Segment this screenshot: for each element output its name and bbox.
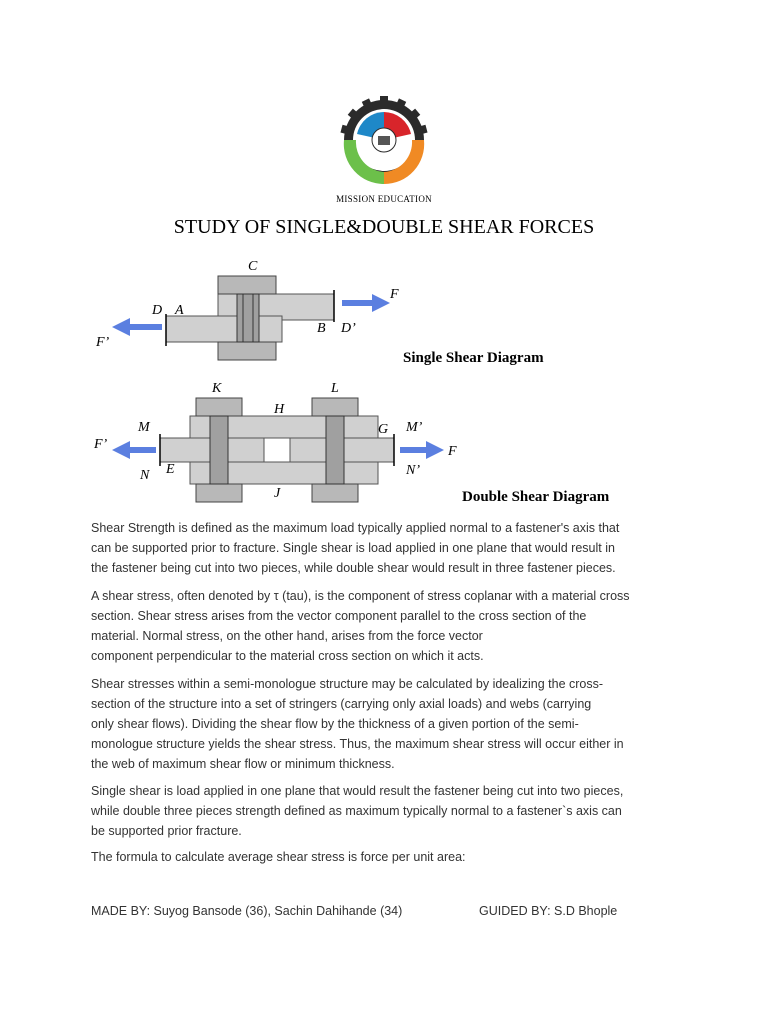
label-m-prime: M’: [405, 420, 423, 435]
double-arrow-left: [112, 441, 156, 459]
double-bolt-head-k: [195, 397, 243, 417]
text-line: monologue structure yields the shear str…: [91, 737, 624, 751]
single-bottom-plate: [165, 315, 283, 343]
label-m: M: [137, 420, 151, 435]
label-b: B: [317, 321, 326, 336]
paragraph-single-shear: Single shear is load applied in one plan…: [91, 781, 681, 841]
label-e: E: [165, 462, 175, 477]
made-by: MADE BY: Suyog Bansode (36), Sachin Dahi…: [91, 904, 403, 918]
double-bolt-shank-k: [209, 415, 229, 485]
paragraph-semi-monologue: Shear stresses within a semi-monologue s…: [91, 674, 681, 774]
double-nut-k: [195, 483, 243, 503]
text-line: Single shear is load applied in one plan…: [91, 784, 624, 798]
paragraph-shear-stress: A shear stress, often denoted by τ (tau)…: [91, 586, 681, 666]
text-line: Shear Strength is defined as the maximum…: [91, 521, 620, 535]
text-line: while double three pieces strength defin…: [91, 804, 622, 818]
single-shear-caption: Single Shear Diagram: [403, 350, 544, 366]
label-f: F: [389, 287, 399, 302]
logo-green-swoosh: [343, 140, 384, 185]
text-line: the fastener being cut into two pieces, …: [91, 561, 616, 575]
page-title: STUDY OF SINGLE&DOUBLE SHEAR FORCES: [173, 216, 595, 238]
label-f-prime-double: F’: [93, 437, 108, 452]
paragraph-shear-strength: Shear Strength is defined as the maximum…: [91, 518, 681, 578]
double-shear-diagram: K L H M F’ N E J G M’ F N’: [93, 381, 457, 503]
text-line: The formula to calculate average shear s…: [91, 850, 466, 864]
double-arrow-right: [400, 441, 444, 459]
text-line: material. Normal stress, on the other ha…: [91, 629, 483, 643]
single-bolt-shank: [236, 293, 260, 343]
text-line: section. Shear stress arises from the ve…: [91, 609, 587, 623]
logo-orange-swoosh: [384, 140, 425, 185]
guided-by: GUIDED BY: S.D Bhople: [479, 904, 618, 918]
text-line: A shear stress, often denoted by τ (tau)…: [91, 589, 630, 603]
text-line: can be supported prior to fracture. Sing…: [91, 541, 615, 555]
text-line: component perpendicular to the material …: [91, 649, 484, 663]
single-shear-diagram: C D A F F’ B D’: [95, 259, 399, 361]
label-f-double: F: [447, 444, 457, 459]
label-c: C: [248, 259, 258, 274]
text-line: the web of maximum shear flow or minimum…: [91, 757, 395, 771]
label-k: K: [211, 381, 222, 396]
double-gap: [263, 437, 291, 463]
text-line: only shear flows). Dividing the shear fl…: [91, 717, 579, 731]
label-a: A: [174, 303, 184, 318]
double-bolt-head-l: [311, 397, 359, 417]
label-h: H: [273, 402, 285, 417]
double-shear-caption: Double Shear Diagram: [462, 489, 610, 505]
single-arrow-left: [112, 318, 162, 336]
single-nut: [217, 341, 277, 361]
paragraph-formula: The formula to calculate average shear s…: [91, 847, 681, 867]
label-j: J: [274, 486, 281, 501]
label-g: G: [378, 422, 388, 437]
single-bolt-head: [217, 275, 277, 295]
label-n-prime: N’: [405, 463, 420, 478]
label-l: L: [330, 381, 339, 396]
single-arrow-right: [342, 294, 390, 312]
label-n: N: [139, 468, 150, 483]
double-nut-l: [311, 483, 359, 503]
shreyash-pratishthan-logo: [340, 96, 428, 185]
text-line: Shear stresses within a semi-monologue s…: [91, 677, 604, 691]
double-bolt-shank-l: [325, 415, 345, 485]
text-line: be supported prior fracture.: [91, 824, 242, 838]
text-line: section of the structure into a set of s…: [91, 697, 592, 711]
logo-subtitle: MISSION EDUCATION: [336, 194, 432, 204]
label-d-prime: D’: [340, 321, 356, 336]
label-d: D: [151, 303, 162, 318]
label-f-prime: F’: [95, 335, 110, 350]
